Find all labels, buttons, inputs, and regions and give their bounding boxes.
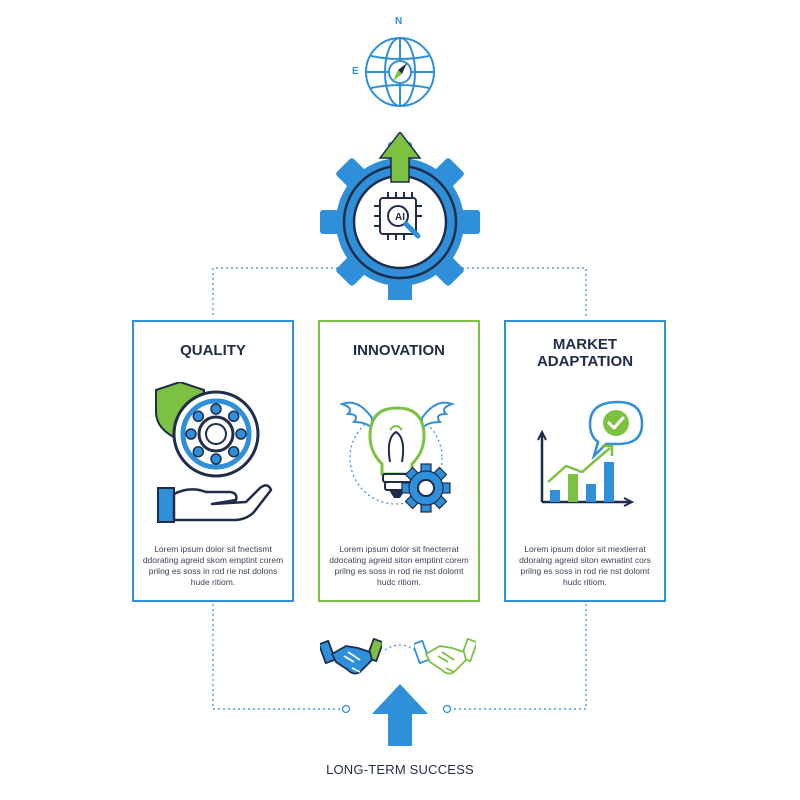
connector-bottom-left [212, 604, 340, 710]
connector-node-left [341, 704, 351, 714]
connector-bottom-right [452, 604, 587, 710]
quality-bearing-hand-icon [155, 382, 273, 523]
long-term-success-label: LONG-TERM SUCCESS [326, 762, 474, 777]
connector-hub-right [462, 267, 587, 318]
ai-gear-hub [320, 132, 480, 300]
compass-east-letter: E [352, 66, 359, 77]
connector-handshakes-arc [384, 644, 416, 651]
card-innovation-title: INNOVATION [353, 342, 445, 359]
card-innovation: INNOVATION Lore [318, 320, 480, 602]
innovation-winged-bulb-icon [339, 401, 455, 513]
card-market-title-line2: ADAPTATION [536, 353, 634, 370]
connector-node-right [442, 704, 452, 714]
card-quality: QUALITY Lorem ipsum dolor sit fnectismt … [132, 320, 294, 602]
card-market-description: Lorem ipsum dolor sit mextierrat ddoraln… [519, 544, 651, 587]
connector-hub-left [212, 267, 338, 318]
card-innovation-description: Lorem ipsum dolor sit fnecterrat ddocati… [329, 544, 469, 587]
card-market-adaptation: MARKET ADAPTATION Lorem ipsum dolor sit … [504, 320, 666, 602]
card-quality-title: QUALITY [180, 342, 246, 359]
card-quality-description: Lorem ipsum dolor sit fnectismt ddoratin… [142, 544, 284, 587]
compass-north-letter: N [395, 16, 403, 27]
globe-compass-icon [365, 37, 435, 107]
handshake-green-icon [414, 637, 476, 675]
ai-chip-label: AI [395, 212, 405, 223]
success-up-arrow-icon [372, 684, 428, 746]
card-market-title-line1: MARKET [552, 336, 618, 353]
handshake-blue-icon [320, 637, 382, 675]
market-growth-chart-icon [537, 400, 644, 507]
